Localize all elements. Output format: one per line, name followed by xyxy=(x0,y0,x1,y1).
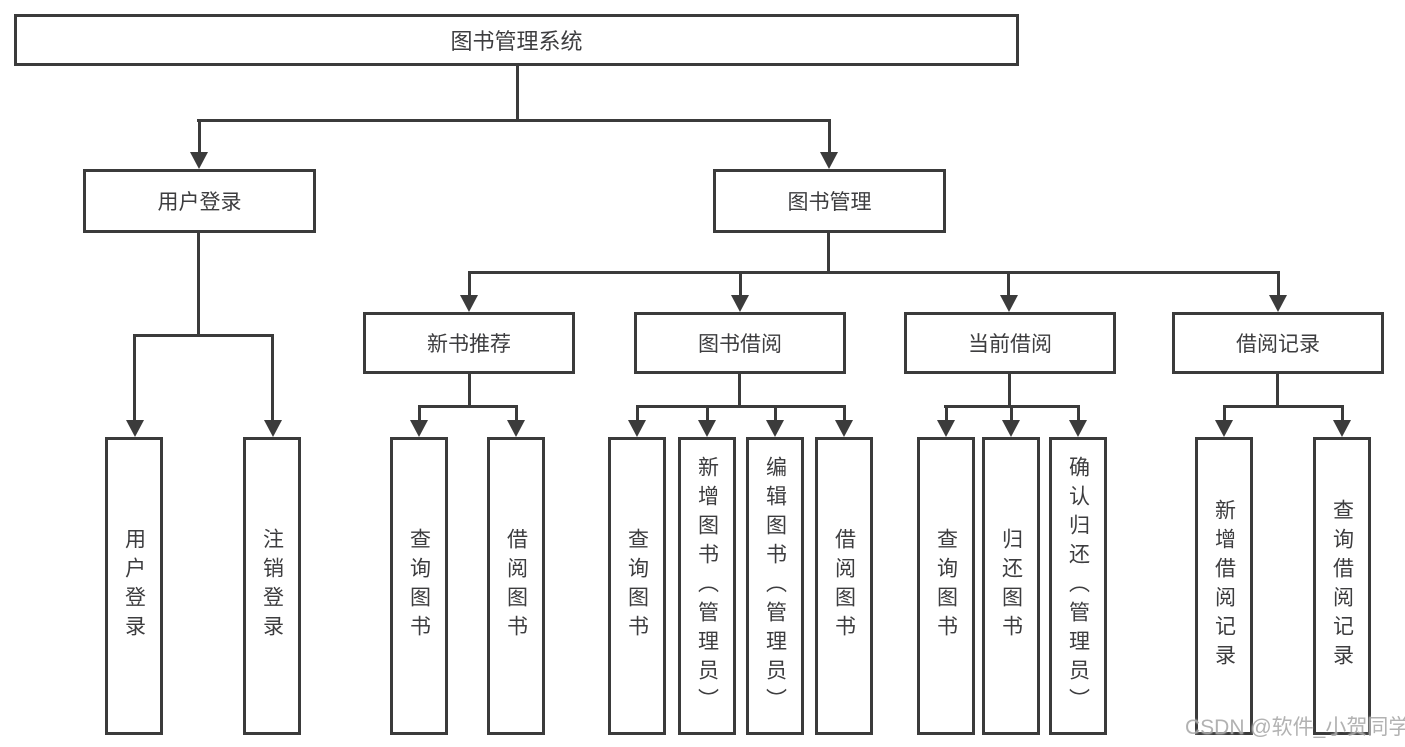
connector-borrow-hline xyxy=(636,405,846,408)
leaf-user-login: 用户登录 xyxy=(105,437,163,735)
node-book-borrow: 图书借阅 xyxy=(634,312,846,374)
leaf-newbooks-query-books: 查询图书 xyxy=(390,437,448,735)
node-label: 当前借阅 xyxy=(968,333,1052,356)
leaf-label: 归还图书 xyxy=(999,528,1023,644)
leaf-borrow-query-books: 查询图书 xyxy=(608,437,666,735)
node-root-library-system: 图书管理系统 xyxy=(14,14,1019,66)
node-label: 图书管理 xyxy=(787,191,872,214)
arrow-to-leaf-logout xyxy=(263,334,282,437)
node-book-mgmt-branch: 图书管理 xyxy=(713,169,946,233)
arrow-current-return xyxy=(1002,405,1020,437)
arrow-to-user-login xyxy=(190,119,208,169)
arrow-current-confirm xyxy=(1069,405,1087,437)
arrow-to-book-mgmt xyxy=(820,119,838,169)
arrow-to-new-books xyxy=(460,271,478,312)
arrow-to-leaf-user-login xyxy=(125,334,144,437)
leaf-label: 用户登录 xyxy=(122,528,146,644)
leaf-label: 查询图书 xyxy=(407,528,431,644)
leaf-label: 新增借阅记录 xyxy=(1212,499,1236,673)
node-current-borrow: 当前借阅 xyxy=(904,312,1116,374)
leaf-label: 新增图书（管理员） xyxy=(695,455,719,717)
node-borrow-records: 借阅记录 xyxy=(1172,312,1384,374)
leaf-label: 查询借阅记录 xyxy=(1330,499,1354,673)
leaf-current-return-books: 归还图书 xyxy=(982,437,1040,735)
connector-newbooks-hline xyxy=(418,405,518,408)
arrow-to-book-borrow xyxy=(731,271,749,312)
connector-records-stem xyxy=(1276,374,1279,407)
arrow-borrow-borrow xyxy=(835,405,853,437)
connector-mgmt-hline xyxy=(468,271,1280,274)
leaf-borrow-edit-books-admin: 编辑图书（管理员） xyxy=(746,437,804,735)
arrow-borrow-query xyxy=(628,405,646,437)
leaf-records-add-record: 新增借阅记录 xyxy=(1195,437,1253,735)
connector-newbooks-stem xyxy=(468,374,471,407)
leaf-label: 编辑图书（管理员） xyxy=(763,455,787,717)
node-label: 用户登录 xyxy=(157,191,242,214)
connector-user-hline xyxy=(133,334,274,337)
connector-root-hline xyxy=(197,119,830,122)
leaf-newbooks-borrow-books: 借阅图书 xyxy=(487,437,545,735)
leaf-logout: 注销登录 xyxy=(243,437,301,735)
arrow-to-current-borrow xyxy=(999,271,1018,312)
leaf-borrow-borrow-books: 借阅图书 xyxy=(815,437,873,735)
leaf-label: 查询图书 xyxy=(625,528,649,644)
leaf-label: 确认归还（管理员） xyxy=(1066,455,1090,717)
connector-current-stem xyxy=(1008,374,1011,407)
arrow-borrow-edit xyxy=(766,405,784,437)
leaf-borrow-add-books-admin: 新增图书（管理员） xyxy=(678,437,736,735)
connector-root-stem xyxy=(516,66,519,121)
arrow-newbooks-borrow xyxy=(507,405,525,437)
leaf-current-confirm-return-admin: 确认归还（管理员） xyxy=(1049,437,1107,735)
node-label: 新书推荐 xyxy=(427,333,511,356)
arrow-current-query xyxy=(937,405,955,437)
node-new-books: 新书推荐 xyxy=(363,312,575,374)
arrow-borrow-add xyxy=(698,405,716,437)
leaf-label: 借阅图书 xyxy=(504,528,528,644)
arrow-records-query xyxy=(1333,405,1351,437)
arrow-newbooks-query xyxy=(410,405,428,437)
leaf-current-query-books: 查询图书 xyxy=(917,437,975,735)
leaf-label: 查询图书 xyxy=(934,528,958,644)
connector-borrow-stem xyxy=(738,374,741,407)
connector-mgmt-stem xyxy=(827,233,830,273)
node-label: 图书管理系统 xyxy=(450,29,583,54)
node-label: 借阅记录 xyxy=(1236,333,1320,356)
arrow-to-borrow-records xyxy=(1269,271,1287,312)
leaf-records-query-record: 查询借阅记录 xyxy=(1313,437,1371,735)
arrow-records-add xyxy=(1215,405,1233,437)
node-label: 图书借阅 xyxy=(698,333,782,356)
connector-records-hline xyxy=(1223,405,1344,408)
node-user-login-branch: 用户登录 xyxy=(83,169,316,233)
csdn-watermark: CSDN @软件_小贺同学 xyxy=(1185,716,1405,739)
leaf-label: 借阅图书 xyxy=(832,528,856,644)
connector-user-stem xyxy=(197,233,200,336)
leaf-label: 注销登录 xyxy=(260,528,284,644)
